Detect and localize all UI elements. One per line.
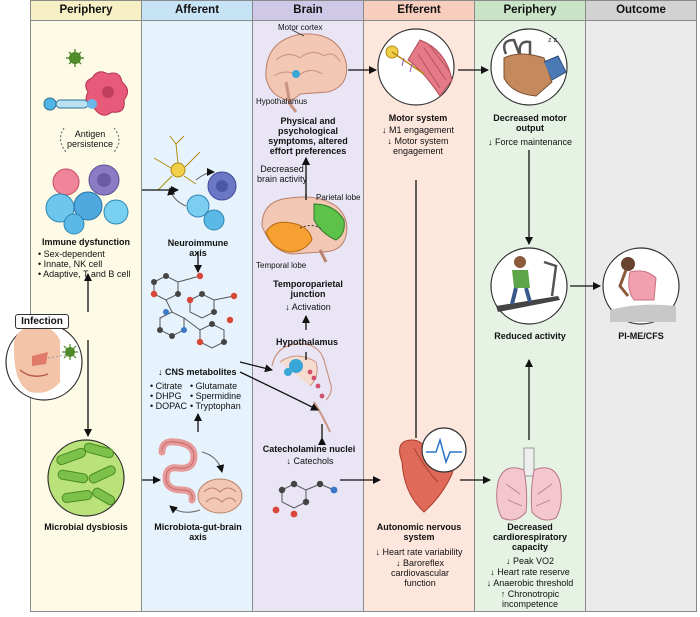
catechol-molecule-icon	[272, 480, 338, 518]
ans-item: ↓ Heart rate variability	[375, 547, 463, 557]
treadmill-icon	[490, 247, 568, 325]
immune-item: Sex-dependent	[38, 249, 130, 259]
column-outcome: Outcome	[585, 0, 697, 612]
column-brain: Brain	[252, 0, 364, 612]
cns-item: DOPAC	[150, 401, 187, 411]
decreased-motor-output-item: ↓ Force maintenance	[487, 137, 573, 147]
neuroimmune-axis-title: Neuroimmune axis	[167, 238, 229, 259]
motor-neuron-muscle-icon	[377, 28, 455, 106]
decreased-motor-output-title: Decreased motor output	[493, 113, 567, 134]
antigen-persistence-label: Antigen persistence	[66, 129, 114, 150]
hand-grip-icon: z z	[490, 28, 568, 106]
column-header-brain: Brain	[253, 1, 363, 21]
infection-label: Infection	[15, 314, 69, 330]
immune-cells-icon	[45, 164, 129, 235]
motor-system-item: ↓ Motor system engagement	[387, 136, 449, 157]
connector-arrows	[84, 66, 601, 484]
brain-lateral-icon	[261, 196, 348, 263]
motor-system-title: Motor system	[388, 113, 448, 123]
microbiota-gut-brain-title: Microbiota-gut-brain axis	[154, 522, 242, 543]
small-brain-icon	[197, 478, 243, 514]
ans-title: Autonomic nervous system	[376, 522, 462, 543]
reduced-activity-title: Reduced activity	[494, 331, 566, 341]
catecholamine-nuclei-title: Catecholamine nuclei	[262, 444, 356, 454]
cns-item: Tryptophan	[190, 401, 241, 411]
cardio-item: ↑ Chronotropic incompetence	[500, 589, 560, 610]
cns-item: Citrate	[150, 381, 187, 391]
virus-icon	[66, 49, 84, 67]
microbial-dysbiosis-title: Microbial dysbiosis	[44, 522, 128, 532]
immune-item: Innate, NK cell	[38, 259, 130, 269]
fatigued-person-icon	[602, 247, 680, 325]
cns-item: Spermidine	[190, 391, 242, 401]
tpj-title: Temporoparietal junction	[273, 279, 343, 300]
cns-metabolites-right: Glutamate Spermidine Tryptophan	[190, 381, 242, 411]
svg-text:z z: z z	[548, 37, 557, 44]
motor-system-item: ↓ M1 engagement	[381, 125, 455, 135]
parietal-lobe-label: Parietal lobe	[316, 193, 361, 202]
brainstem-pathway-icon	[271, 343, 332, 433]
immune-item: Adaptive, T and B cell	[38, 269, 130, 279]
hypothalamus-title: Hypothalamus	[275, 337, 338, 347]
brain-sagittal-icon	[265, 29, 348, 113]
immune-dysfunction-list: Sex-dependent Innate, NK cell Adaptive, …	[38, 249, 130, 279]
cardio-item: ↓ Heart rate reserve	[490, 567, 570, 577]
cns-item: Glutamate	[190, 381, 241, 391]
infected-person-icon	[5, 323, 83, 401]
column-header-outcome: Outcome	[586, 1, 696, 21]
antibody-icon	[43, 97, 97, 111]
metabolite-molecules-icon	[150, 272, 238, 349]
virus-icon-2	[62, 344, 78, 360]
temporal-lobe-label: Temporal lobe	[256, 261, 307, 270]
cns-item: DHPG	[150, 391, 187, 401]
column-header-periphery-2: Periphery	[475, 1, 585, 21]
outcome-label: PI-ME/CFS	[618, 331, 664, 341]
column-header-efferent: Efferent	[364, 1, 474, 21]
cardio-item: ↓ Anaerobic threshold	[486, 578, 574, 588]
gut-icon	[158, 438, 198, 504]
immune-dysfunction-title: Immune dysfunction	[41, 237, 130, 247]
catecholamine-item: ↓ Catechols	[286, 456, 334, 466]
cns-metabolites-left: Citrate DHPG DOPAC	[150, 381, 187, 411]
hypothalamus-label: Hypothalamus	[256, 97, 308, 106]
symptoms-title: Physical and psychological symptoms, alt…	[268, 116, 348, 157]
tpj-item: ↓ Activation	[285, 302, 331, 312]
ecg-icon	[421, 427, 467, 473]
lungs-icon	[496, 447, 562, 521]
neuron-immune-icon	[153, 135, 237, 231]
cns-metabolites-title: ↓ CNS metabolites	[158, 367, 237, 377]
cardiorespiratory-title: Decreased cardiorespiratory capacity	[492, 522, 568, 553]
ans-item: ↓ Baroreflex cardiovascular function	[390, 558, 450, 589]
column-header-periphery: Periphery	[31, 1, 141, 21]
cardio-item: ↓ Peak VO2	[505, 556, 555, 566]
column-afferent: Afferent	[141, 0, 253, 612]
decreased-brain-activity-label: Decreased brain activity	[256, 164, 308, 185]
column-header-afferent: Afferent	[142, 1, 252, 21]
motor-cortex-label: Motor cortex	[278, 23, 323, 32]
gut-microbes-icon	[47, 439, 125, 517]
